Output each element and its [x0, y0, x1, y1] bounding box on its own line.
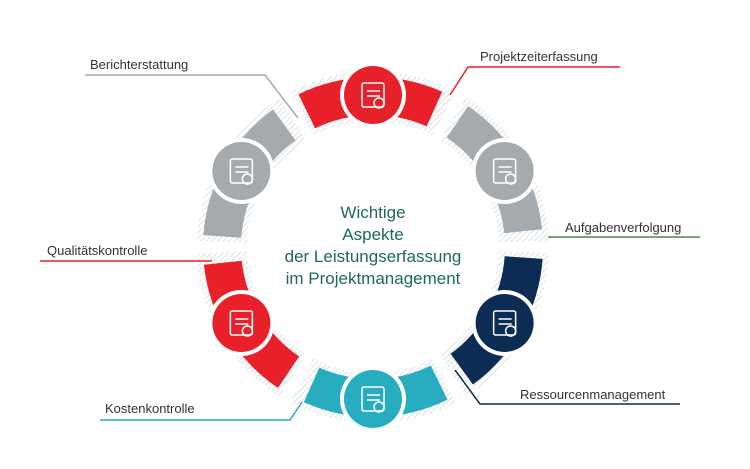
- label-qualitaetskontrolle: Qualitätskontrolle: [47, 243, 147, 258]
- gear-magnifier-check-icon-glyph: [229, 310, 254, 337]
- label-aufgabenverfolgung: Aufgabenverfolgung: [565, 220, 681, 235]
- leader-line: [85, 74, 299, 119]
- money-checklist-icon: [344, 370, 402, 428]
- workflow-people-icon-glyph: [492, 158, 517, 185]
- clipboard-checklist-icon-glyph: [229, 158, 254, 185]
- resource-gear-chart-icon: [475, 294, 534, 352]
- label-ressourcenmanagement: Ressourcenmanagement: [520, 387, 666, 402]
- money-checklist-icon-glyph: [361, 386, 385, 413]
- resource-gear-chart-icon-glyph: [492, 310, 517, 337]
- leader-line: [449, 66, 620, 96]
- label-projektzeiterfassung: Projektzeiterfassung: [480, 49, 598, 64]
- workflow-people-icon: [475, 142, 534, 200]
- gear-magnifier-check-icon: [212, 294, 271, 352]
- label-kostenkontrolle: Kostenkontrolle: [105, 401, 195, 416]
- center-title-line-2: Aspekte: [342, 225, 403, 244]
- leader-line: [100, 401, 303, 421]
- clipboard-checklist-icon: [212, 142, 271, 200]
- gear-clock-icon: [344, 66, 402, 124]
- center-title-line-4: im Projektmanagement: [286, 269, 461, 288]
- gear-clock-icon-glyph: [361, 82, 385, 109]
- center-title-line-3: der Leistungserfassung: [285, 247, 462, 266]
- center-title-line-1: Wichtige: [340, 203, 405, 222]
- label-berichterstattung: Berichterstattung: [90, 57, 188, 72]
- leader-line: [454, 369, 680, 405]
